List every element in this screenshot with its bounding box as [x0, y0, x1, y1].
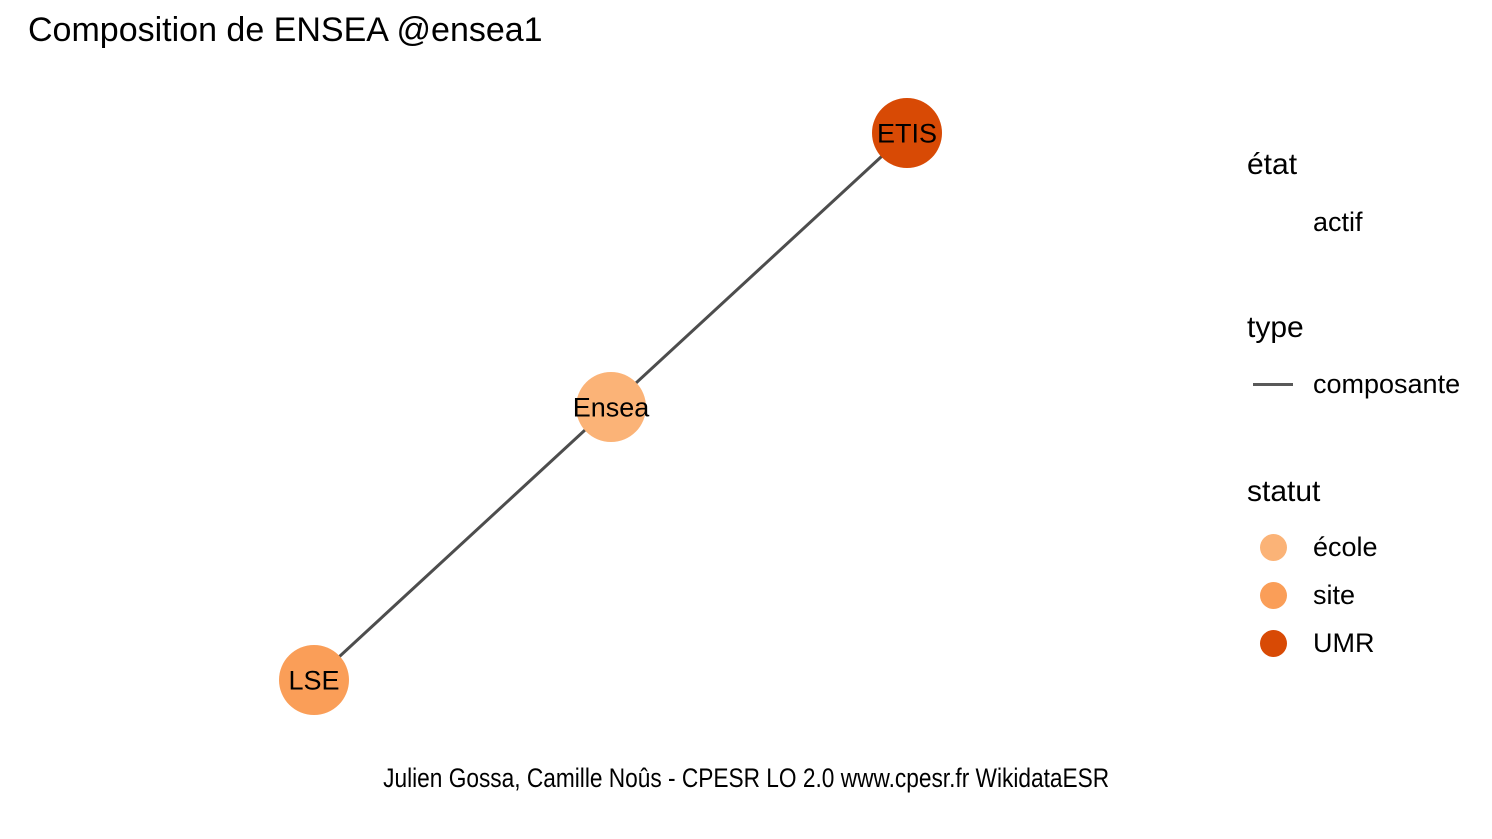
edge-line-icon	[1253, 382, 1293, 386]
legend-key-actif	[1247, 209, 1299, 236]
legend-item-umr: UMR	[1247, 619, 1487, 667]
ecole-dot-icon	[1259, 533, 1287, 561]
legend-item-site: site	[1247, 571, 1487, 619]
legend-key-umr	[1247, 629, 1299, 657]
node-ensea	[576, 372, 646, 442]
legend-title-type: type	[1247, 311, 1304, 344]
node-label-etis: ETIS	[877, 118, 937, 148]
node-label-lse: LSE	[288, 665, 339, 695]
plot-caption-text: Julien Gossa, Camille Noûs - CPESR LO 2.…	[382, 763, 1109, 793]
plot-title: Composition de ENSEA @ensea1	[28, 11, 543, 49]
node-lse	[279, 645, 349, 715]
legend-label-ecole: école	[1313, 531, 1378, 562]
legend-key-site	[1247, 581, 1299, 609]
legend-key-composante	[1247, 382, 1299, 386]
legend-label-umr: UMR	[1313, 627, 1375, 658]
legend-title-statut: statut	[1247, 475, 1321, 508]
legend-section-statut: statut école site	[1247, 474, 1487, 667]
plot-caption: Julien Gossa, Camille Noûs - CPESR LO 2.…	[24, 763, 1468, 794]
site-dot-icon	[1259, 581, 1287, 609]
legend-label-site: site	[1313, 579, 1356, 610]
legend-label-composante: composante	[1313, 368, 1461, 399]
node-etis	[872, 98, 942, 168]
legend-item-composante: composante	[1247, 360, 1487, 408]
legend-section-type: type composante	[1247, 310, 1487, 408]
umr-dot-icon	[1259, 629, 1287, 657]
legend-item-ecole: école	[1247, 523, 1487, 571]
legend-item-actif: actif	[1247, 198, 1487, 246]
legend-label-actif: actif	[1313, 206, 1363, 237]
legend-key-ecole	[1247, 533, 1299, 561]
node-label-ensea: Ensea	[573, 392, 651, 422]
legend-title-etat: état	[1247, 148, 1298, 181]
legend-section-etat: état actif	[1247, 147, 1487, 246]
